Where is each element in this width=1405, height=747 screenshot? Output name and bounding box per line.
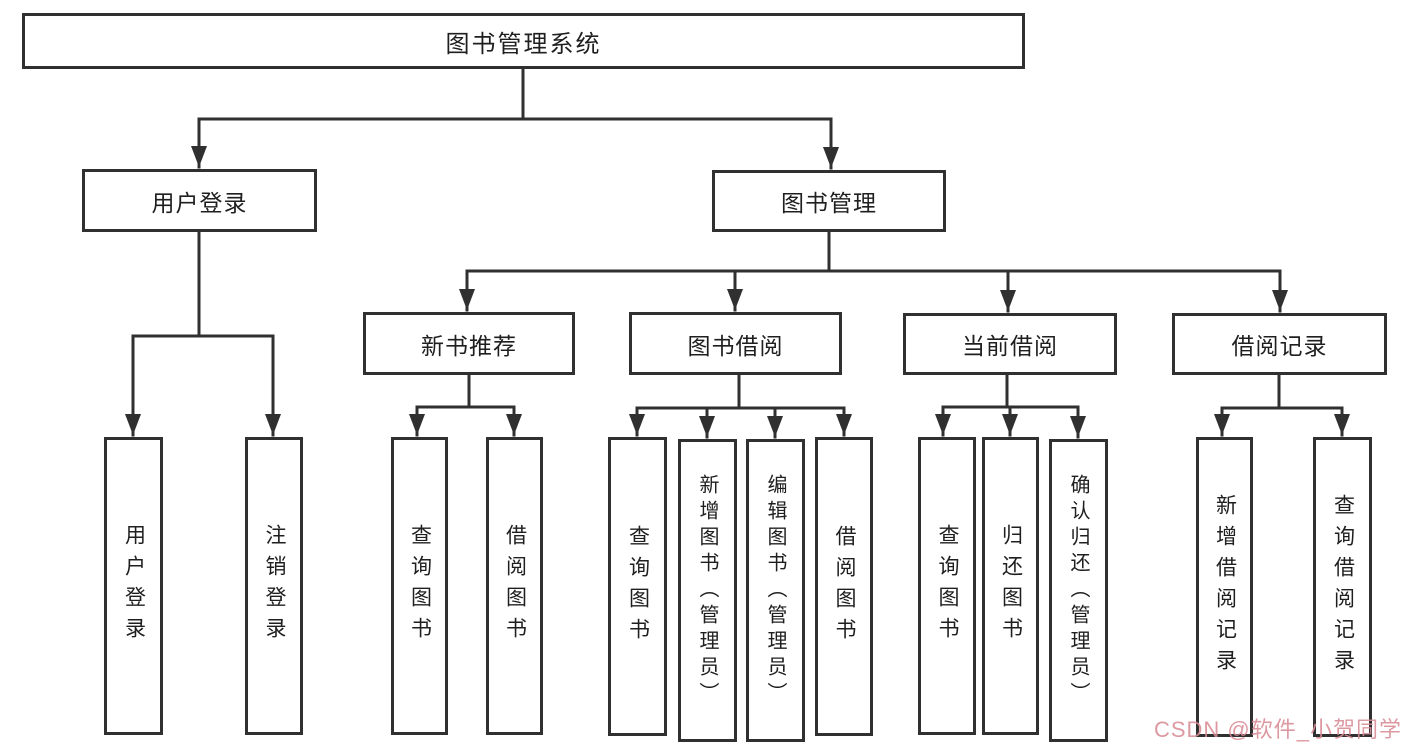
node-user-login-module: 用户登录 bbox=[82, 169, 317, 232]
node-book-management: 图书管理 bbox=[712, 170, 946, 232]
node-query-borrow-record: 查询借阅记录 bbox=[1313, 437, 1372, 737]
node-logout: 注销登录 bbox=[245, 437, 303, 735]
node-confirm-return-admin: 确认归还（管理员） bbox=[1049, 439, 1108, 742]
node-label: 当前借阅 bbox=[962, 333, 1058, 359]
node-query-books-1: 查询图书 bbox=[391, 437, 448, 735]
node-label: 用户登录 bbox=[122, 524, 146, 648]
node-new-book-recommend: 新书推荐 bbox=[363, 312, 575, 375]
node-label: 查询借阅记录 bbox=[1331, 494, 1355, 680]
node-edit-books-admin: 编辑图书（管理员） bbox=[746, 439, 805, 742]
node-borrowing-records: 借阅记录 bbox=[1172, 313, 1387, 375]
node-root: 图书管理系统 bbox=[22, 13, 1025, 69]
node-book-borrowing: 图书借阅 bbox=[629, 312, 842, 375]
node-current-borrowing: 当前借阅 bbox=[903, 313, 1117, 375]
node-label: 借阅记录 bbox=[1231, 333, 1328, 359]
node-label: 确认归还（管理员） bbox=[1067, 473, 1089, 708]
node-add-books-admin: 新增图书（管理员） bbox=[678, 439, 737, 742]
node-label: 新增借阅记录 bbox=[1213, 494, 1237, 680]
node-label: 编辑图书（管理员） bbox=[764, 473, 786, 708]
node-label: 查询图书 bbox=[626, 524, 650, 649]
node-query-books-2: 查询图书 bbox=[608, 437, 667, 736]
node-label: 新书推荐 bbox=[421, 332, 517, 359]
node-label: 查询图书 bbox=[408, 524, 432, 648]
node-add-borrow-record: 新增借阅记录 bbox=[1196, 437, 1253, 737]
node-label: 用户登录 bbox=[151, 189, 248, 216]
node-query-books-3: 查询图书 bbox=[918, 437, 976, 735]
node-label: 图书管理 bbox=[781, 190, 877, 216]
node-label: 归还图书 bbox=[999, 524, 1023, 648]
node-label: 新增图书（管理员） bbox=[696, 473, 718, 708]
node-return-books: 归还图书 bbox=[982, 437, 1039, 735]
node-label: 借阅图书 bbox=[833, 524, 856, 649]
node-label: 图书借阅 bbox=[687, 332, 784, 359]
node-borrow-books-1: 借阅图书 bbox=[486, 437, 543, 735]
node-borrow-books-2: 借阅图书 bbox=[815, 437, 873, 736]
node-user-login: 用户登录 bbox=[104, 437, 163, 735]
node-label: 图书管理系统 bbox=[445, 30, 602, 58]
node-label: 查询图书 bbox=[936, 524, 959, 648]
node-label: 借阅图书 bbox=[503, 524, 527, 648]
node-label: 注销登录 bbox=[263, 524, 286, 648]
